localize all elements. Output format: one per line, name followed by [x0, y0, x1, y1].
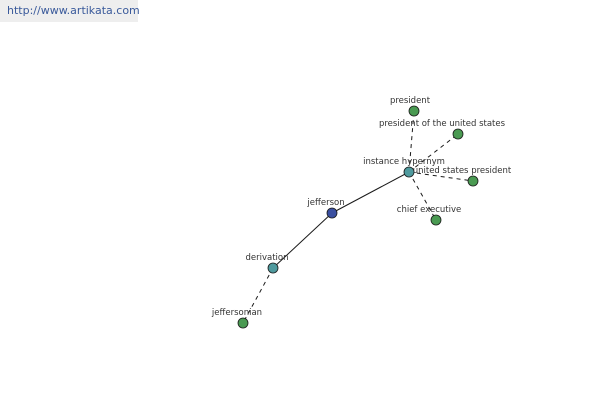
node-jeffersonian[interactable] [237, 317, 249, 329]
edge-instance_hypernym-president [408, 110, 415, 173]
labels-layer: jefferson derivation jeffersonian instance … [211, 96, 512, 318]
node-label-chief-executive[interactable]: chief executive [397, 205, 461, 215]
node-label-united-states-president[interactable]: united states president [413, 166, 512, 176]
node-label-instance-hypernym[interactable]: instance hypernym [363, 157, 445, 167]
node-derivation[interactable] [267, 262, 279, 274]
nodes-layer [237, 105, 479, 329]
node-label-jefferson[interactable]: jefferson [306, 198, 344, 208]
node-jefferson[interactable] [326, 207, 338, 219]
node-instance-hypernym[interactable] [403, 166, 415, 178]
node-label-derivation[interactable]: derivation [245, 253, 288, 263]
node-label-jeffersonian[interactable]: jeffersonian [211, 308, 262, 318]
node-united-states-president[interactable] [467, 175, 479, 187]
edge-jefferson-derivation [272, 212, 333, 269]
edge-instance_hypernym-president_of_the_united_states [408, 133, 459, 173]
edge-instance_hypernym-chief_executive [408, 171, 437, 221]
site-url-link[interactable]: http://www.artikata.com [7, 4, 140, 17]
node-chief-executive[interactable] [430, 214, 442, 226]
edges-layer [242, 110, 474, 324]
node-label-president-of-the-united-states[interactable]: president of the united states [379, 119, 506, 129]
node-president[interactable] [408, 105, 420, 117]
url-bar: http://www.artikata.com [0, 0, 140, 22]
edge-instance_hypernym-united_states_president [408, 171, 474, 182]
edge-derivation-jeffersonian [242, 267, 274, 324]
edge-jefferson-instance_hypernym [331, 171, 410, 214]
node-label-president[interactable]: president [390, 96, 431, 106]
node-president-of-the-united-states[interactable] [452, 128, 464, 140]
